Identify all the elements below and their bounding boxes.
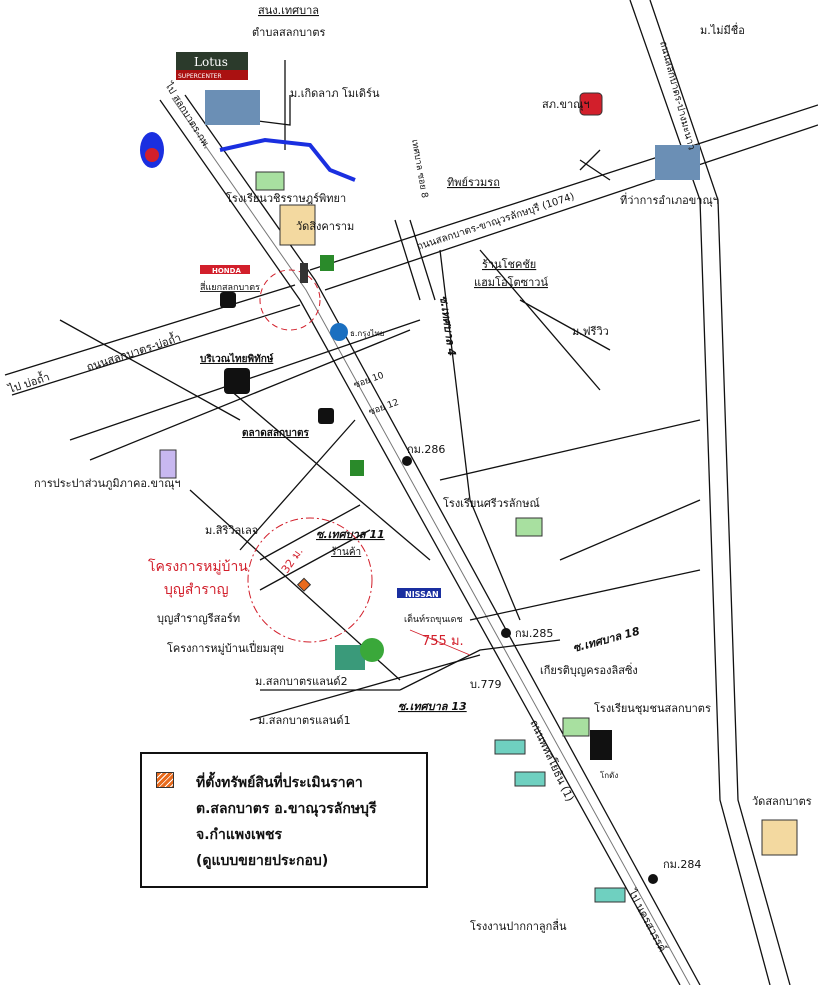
svg-text:ถนนสลกบาตร-บ่อถ้ำ: ถนนสลกบาตร-บ่อถ้ำ xyxy=(84,329,182,374)
svg-text:SUPERCENTER: SUPERCENTER xyxy=(178,73,222,80)
legend-line-1: ที่ตั้งทรัพย์สินที่ประเมินราคา xyxy=(196,775,363,791)
svg-text:ซ.เทศบาล 11: ซ.เทศบาล 11 xyxy=(316,528,385,541)
gas-station-icon xyxy=(224,368,250,394)
svg-text:Lotus: Lotus xyxy=(194,55,228,69)
intersection-circle xyxy=(259,269,321,331)
svg-text:วัดสลกบาตร: วัดสลกบาตร xyxy=(752,795,812,808)
svg-text:ถนนสลกบาตร-ขาณุวรลักษบุรี (107: ถนนสลกบาตร-ขาณุวรลักษบุรี (1074) xyxy=(415,190,576,252)
svg-text:ร้านค้า: ร้านค้า xyxy=(331,546,361,558)
school-icon xyxy=(255,171,285,191)
svg-text:บุญสำราญรีสอร์ท: บุญสำราญรีสอร์ท xyxy=(157,612,240,625)
land2-icon xyxy=(335,645,365,670)
subject-property-marker xyxy=(296,577,312,592)
svg-text:ซอย 12: ซอย 12 xyxy=(368,398,401,418)
legend-line-4: (ดูแบบขยายประกอบ) xyxy=(196,853,329,869)
lotus-logo: Lotus SUPERCENTER xyxy=(176,52,248,80)
svg-text:กม.286: กม.286 xyxy=(407,443,445,456)
svg-text:สี่แยกสลกบาตร: สี่แยกสลกบาตร xyxy=(200,280,260,293)
svg-text:การประปาส่วนภูมิภาคอ.ขาณุฯ: การประปาส่วนภูมิภาคอ.ขาณุฯ xyxy=(34,477,181,490)
radius-circle xyxy=(247,517,373,643)
school-icon-3 xyxy=(562,717,590,737)
building-icon xyxy=(205,90,260,125)
svg-text:ซอย 10: ซอย 10 xyxy=(353,371,386,391)
seven-eleven-icon xyxy=(320,255,334,271)
factory-box-icon-2 xyxy=(514,771,546,787)
svg-text:บุญสำราญ: บุญสำราญ xyxy=(164,582,229,598)
svg-text:ซ.เทศบาล 13: ซ.เทศบาล 13 xyxy=(398,700,467,713)
svg-text:NISSAN: NISSAN xyxy=(405,590,439,599)
svg-text:กม.285: กม.285 xyxy=(515,627,553,640)
svg-text:วัดสิงคาราม: วัดสิงคาราม xyxy=(296,220,354,233)
svg-text:โครงการหมู่บ้าน: โครงการหมู่บ้าน xyxy=(148,558,248,575)
svg-text:HONDA: HONDA xyxy=(212,267,241,275)
svg-text:ซ.เทศบาล 4: ซ.เทศบาล 4 xyxy=(437,295,458,357)
svg-text:บ.779: บ.779 xyxy=(470,678,501,691)
road-bo-tham xyxy=(4,284,301,396)
road-right xyxy=(629,0,771,985)
km285-marker xyxy=(501,628,511,638)
svg-text:สนง.เทศบาล: สนง.เทศบาล xyxy=(258,4,319,17)
svg-text:ม.ฟรีวิว: ม.ฟรีวิว xyxy=(572,325,609,338)
legend-line-2: ต.สลกบาตร อ.ขาณุวรลักษบุรี xyxy=(196,801,377,817)
svg-text:ม.ไม่มีชื่อ: ม.ไม่มีชื่อ xyxy=(700,22,745,37)
water-tower-icon xyxy=(159,449,177,479)
tree-icon xyxy=(360,638,384,662)
distance-line-755 xyxy=(409,629,471,656)
svg-text:เกียรติบุญครองลิสซิ่ง: เกียรติบุญครองลิสซิ่ง xyxy=(540,662,638,677)
wat-sing-icon xyxy=(279,204,316,246)
svg-text:ธ.กรุงไทย: ธ.กรุงไทย xyxy=(350,329,384,338)
factory-box-icon xyxy=(494,739,526,755)
svg-text:ตำบลสลกบาตร: ตำบลสลกบาตร xyxy=(252,26,325,39)
svg-text:โกดัง: โกดัง xyxy=(600,770,618,780)
svg-text:ม.สลกบาตรแลนด์2: ม.สลกบาตรแลนด์2 xyxy=(255,675,348,688)
svg-text:ทิพย์รวมรถ: ทิพย์รวมรถ xyxy=(447,176,500,189)
road-right-edge xyxy=(649,0,791,985)
svg-text:32 ม.: 32 ม. xyxy=(279,545,306,576)
krungthai-bank-icon xyxy=(330,323,348,341)
gas-station-icon-2 xyxy=(220,292,236,308)
svg-text:แฮมโอโตซาวน์: แฮมโอโตซาวน์ xyxy=(474,275,548,289)
factory-box-icon-3 xyxy=(594,887,626,903)
nissan-logo xyxy=(397,588,441,598)
subject-swatch-icon xyxy=(156,772,174,788)
svg-text:โครงการหมู่บ้านเปี่ยมสุข: โครงการหมู่บ้านเปี่ยมสุข xyxy=(167,640,284,655)
svg-text:755 ม.: 755 ม. xyxy=(422,634,464,649)
svg-text:เต็นท์รถขุนเดช: เต็นท์รถขุนเดช xyxy=(404,612,463,625)
police-icon xyxy=(579,92,603,116)
svg-text:ม.เกิดลาภ โมเดิร์น: ม.เกิดลาภ โมเดิร์น xyxy=(290,86,380,100)
honda-logo xyxy=(200,265,250,274)
traffic-light-icon xyxy=(300,263,308,283)
school-icon-2 xyxy=(515,517,543,537)
svg-text:ไป นครสวรรค์: ไป นครสวรรค์ xyxy=(625,886,669,954)
km286-marker xyxy=(402,456,412,466)
seven-eleven-icon-2 xyxy=(350,460,364,476)
svg-text:ม.สลกบาตรแลนด์1: ม.สลกบาตรแลนด์1 xyxy=(258,714,351,727)
legend-line-3: จ.กำแพงเพชร xyxy=(196,827,282,843)
svg-text:โรงเรียนวชิรราษฎร์พิทยา: โรงเรียนวชิรราษฎร์พิทยา xyxy=(226,191,346,205)
svg-text:โรงเรียนชุมชนสลกบาตร: โรงเรียนชุมชนสลกบาตร xyxy=(594,701,711,715)
svg-text:เทศบาล ซอย 8: เทศบาล ซอย 8 xyxy=(409,139,429,199)
warehouse-icon xyxy=(590,730,612,760)
svg-text:บริเวณไทยพิทักษ์: บริเวณไทยพิทักษ์ xyxy=(200,352,274,365)
svg-text:สภ.ขาณุฯ: สภ.ขาณุฯ xyxy=(542,98,590,111)
district-office-icon xyxy=(655,145,700,180)
legend-box: ที่ตั้งทรัพย์สินที่ประเมินราคา ต.สลกบาตร… xyxy=(140,752,428,888)
svg-text:ม.สิริวิลเลจ: ม.สิริวิลเลจ xyxy=(205,524,258,537)
svg-text:โรงเรียนศรีวรลักษณ์: โรงเรียนศรีวรลักษณ์ xyxy=(443,496,540,510)
gas-station-icon-3 xyxy=(318,408,334,424)
svg-text:โรงงานปากกาลูกลื่น: โรงงานปากกาลูกลื่น xyxy=(470,918,567,933)
km284-marker xyxy=(648,874,658,884)
svg-text:ร้านโชคชัย: ร้านโชคชัย xyxy=(482,257,536,271)
svg-text:ซ.เทศบาล 18: ซ.เทศบาล 18 xyxy=(571,624,641,654)
canal xyxy=(219,137,356,182)
svg-text:กม.284: กม.284 xyxy=(663,858,701,871)
main-highway xyxy=(159,94,701,985)
road-1074 xyxy=(309,104,818,291)
svg-text:ที่ว่าการอำเภอขาณุฯ: ที่ว่าการอำเภอขาณุฯ xyxy=(620,192,719,207)
svg-text:ตลาดสลกบาตร: ตลาดสลกบาตร xyxy=(242,428,309,439)
temple-icon xyxy=(761,819,798,856)
